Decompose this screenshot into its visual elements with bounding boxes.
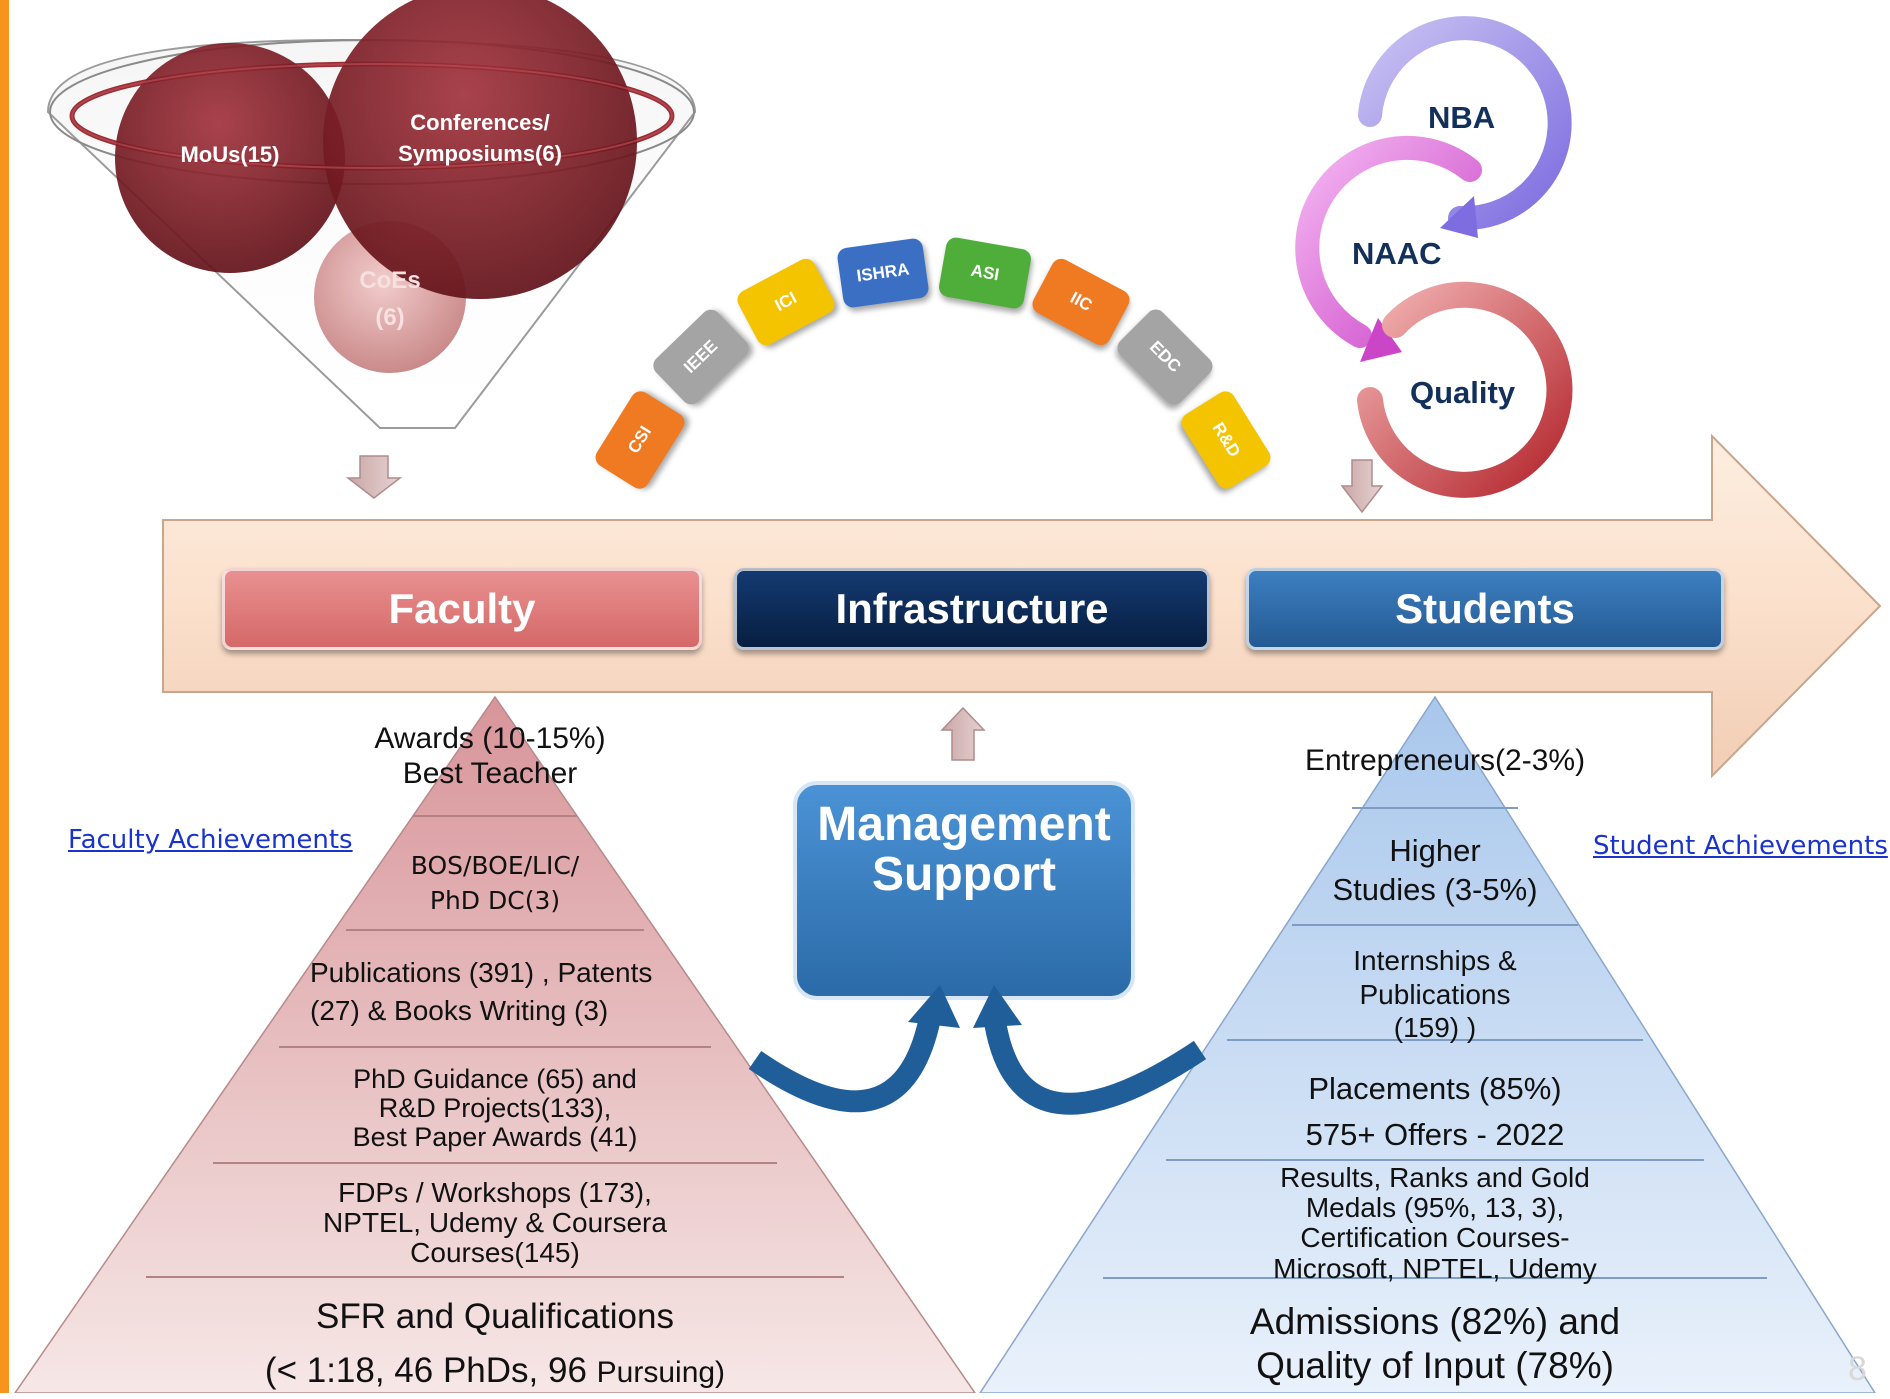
mous-bubble bbox=[115, 43, 345, 273]
faculty-base-line2: (< 1:18, 46 PhDs, 96 Pursuing) bbox=[190, 1344, 800, 1398]
faculty-tier5-line1: FDPs / Workshops (173), bbox=[338, 1177, 652, 1208]
faculty-tier5-line2: NPTEL, Udemy & Coursera bbox=[323, 1207, 667, 1239]
body-tile-label: IIC bbox=[1067, 288, 1096, 316]
faculty-tier3-line2: (27) & Books Writing (3) bbox=[310, 994, 609, 1026]
body-tile-label: ISHRA bbox=[855, 259, 911, 286]
body-tile-label: ICI bbox=[771, 288, 800, 316]
student-tier2-line2: Studies (3-5%) bbox=[1332, 871, 1538, 907]
mous-label: MoUs(15) bbox=[180, 142, 280, 167]
student-base-line2: Quality of Input (78%) bbox=[1256, 1344, 1614, 1386]
faculty-tier2-line2: PhD DC(3) bbox=[429, 886, 561, 915]
faculty-tier4-line1: PhD Guidance (65) and bbox=[353, 1064, 637, 1094]
student-tier2-line1: Higher bbox=[1389, 833, 1481, 868]
student-tier-admissions: Admissions (82%) and Quality of Input (7… bbox=[1190, 1300, 1680, 1387]
body-tile-ishra: ISHRA bbox=[836, 237, 930, 309]
student-tier3-line1: Internships & bbox=[1353, 945, 1517, 976]
curved-arrow-right bbox=[984, 1020, 1207, 1115]
faculty-achievements-link[interactable]: Faculty Achievements bbox=[68, 825, 353, 855]
coes-label: CoEs (6) bbox=[340, 262, 440, 336]
faculty-tier-bos: BOS/BOE/LIC/ PhD DC(3) bbox=[370, 848, 620, 918]
faculty-pyramid bbox=[14, 695, 976, 1393]
faculty-tier5-line3: Courses(145) bbox=[410, 1237, 580, 1269]
student-tier-placements: Placements (85%) 575+ Offers - 2022 bbox=[1250, 1066, 1620, 1158]
curved-arrow-left bbox=[748, 1015, 941, 1113]
student-tier-internships: Internships & Publications (159) ) bbox=[1300, 944, 1570, 1045]
body-tile-label: IEEE bbox=[680, 336, 722, 377]
coes-line2: (6) bbox=[375, 304, 405, 332]
funnel-down-arrow bbox=[345, 455, 403, 499]
page-number: 8 bbox=[1848, 1350, 1867, 1388]
conferences-line1: Conferences/ bbox=[410, 110, 550, 135]
student-tier4-line1: Placements (85%) bbox=[1308, 1071, 1562, 1106]
quality-label: Quality bbox=[1410, 375, 1516, 410]
nba-label: NBA bbox=[1428, 100, 1496, 135]
student-achievements-link[interactable]: Student Achievements bbox=[1593, 831, 1888, 861]
faculty-tier-base: SFR and Qualifications (< 1:18, 46 PhDs,… bbox=[190, 1290, 800, 1399]
naac-label: NAAC bbox=[1352, 236, 1442, 271]
student-tier-results: Results, Ranks and Gold Medals (95%, 13,… bbox=[1205, 1162, 1665, 1284]
management-label: Management Support bbox=[795, 798, 1133, 902]
student-tier3-line3: (159) ) bbox=[1393, 1012, 1477, 1044]
mgmt-up-arrow bbox=[940, 706, 986, 761]
students-pillar: Students bbox=[1246, 568, 1724, 650]
faculty-tier-phd: PhD Guidance (65) and R&D Projects(133),… bbox=[295, 1064, 695, 1153]
cycle-graphic bbox=[1295, 16, 1573, 498]
student-tier-entrepreneurs: Entrepreneurs(2-3%) bbox=[1304, 744, 1586, 777]
left-accent-bar bbox=[0, 0, 9, 1393]
faculty-pillar: Faculty bbox=[222, 568, 702, 650]
student-tier5-line2: Medals (95%, 13, 3), bbox=[1305, 1192, 1565, 1224]
student-tier5-line4: Microsoft, NPTEL, Udemy bbox=[1273, 1252, 1597, 1284]
body-tile-label: CSI bbox=[624, 422, 656, 457]
conferences-label: Conferences/ Symposiums(6) bbox=[370, 108, 590, 170]
student-tier-higher-studies: Higher Studies (3-5%) bbox=[1310, 832, 1560, 910]
body-tile-label: R&D bbox=[1208, 419, 1245, 461]
faculty-base-line1: SFR and Qualifications bbox=[316, 1297, 674, 1336]
coes-line1: CoEs bbox=[359, 267, 421, 294]
student-base-line1: Admissions (82%) and bbox=[1249, 1301, 1621, 1342]
student-tier4-line2: 575+ Offers - 2022 bbox=[1305, 1116, 1565, 1152]
faculty-tier3-line1: Publications (391) , Patents bbox=[310, 957, 653, 988]
body-tile-label: EDC bbox=[1145, 337, 1185, 377]
faculty-base-line2b: Pursuing) bbox=[596, 1356, 726, 1390]
body-tile-label: ASI bbox=[969, 260, 1001, 285]
faculty-tier4-line2: R&D Projects(133), bbox=[378, 1093, 612, 1124]
student-tier3-line2: Publications bbox=[1359, 978, 1511, 1010]
faculty-tier-publications: Publications (391) , Patents (27) & Book… bbox=[310, 954, 690, 1030]
funnel-graphic bbox=[46, 0, 697, 429]
faculty-tip-line1: Awards (10-15%) bbox=[374, 722, 606, 755]
faculty-base-line2a: (< 1:18, 46 PhDs, 96 bbox=[264, 1351, 597, 1391]
infrastructure-pillar: Infrastructure bbox=[734, 568, 1210, 650]
faculty-tier2-line1: BOS/BOE/LIC/ bbox=[410, 851, 580, 880]
faculty-tier-fdp: FDPs / Workshops (173), NPTEL, Udemy & C… bbox=[255, 1177, 735, 1269]
conferences-line2: Symposiums(6) bbox=[398, 140, 562, 166]
cycle-down-arrow bbox=[1340, 459, 1384, 514]
faculty-tier4-line3: Best Paper Awards (41) bbox=[352, 1122, 638, 1153]
management-box bbox=[793, 781, 1135, 1000]
management-line1: Management bbox=[817, 798, 1111, 851]
management-line2: Support bbox=[872, 848, 1056, 902]
student-tier5-line1: Results, Ranks and Gold bbox=[1280, 1162, 1590, 1193]
faculty-tip-line2: Best Teacher bbox=[402, 756, 578, 790]
student-pyramid bbox=[979, 695, 1876, 1393]
faculty-tier-awards: Awards (10-15%) Best Teacher bbox=[340, 722, 640, 791]
student-tier5-line3: Certification Courses- bbox=[1300, 1222, 1570, 1254]
